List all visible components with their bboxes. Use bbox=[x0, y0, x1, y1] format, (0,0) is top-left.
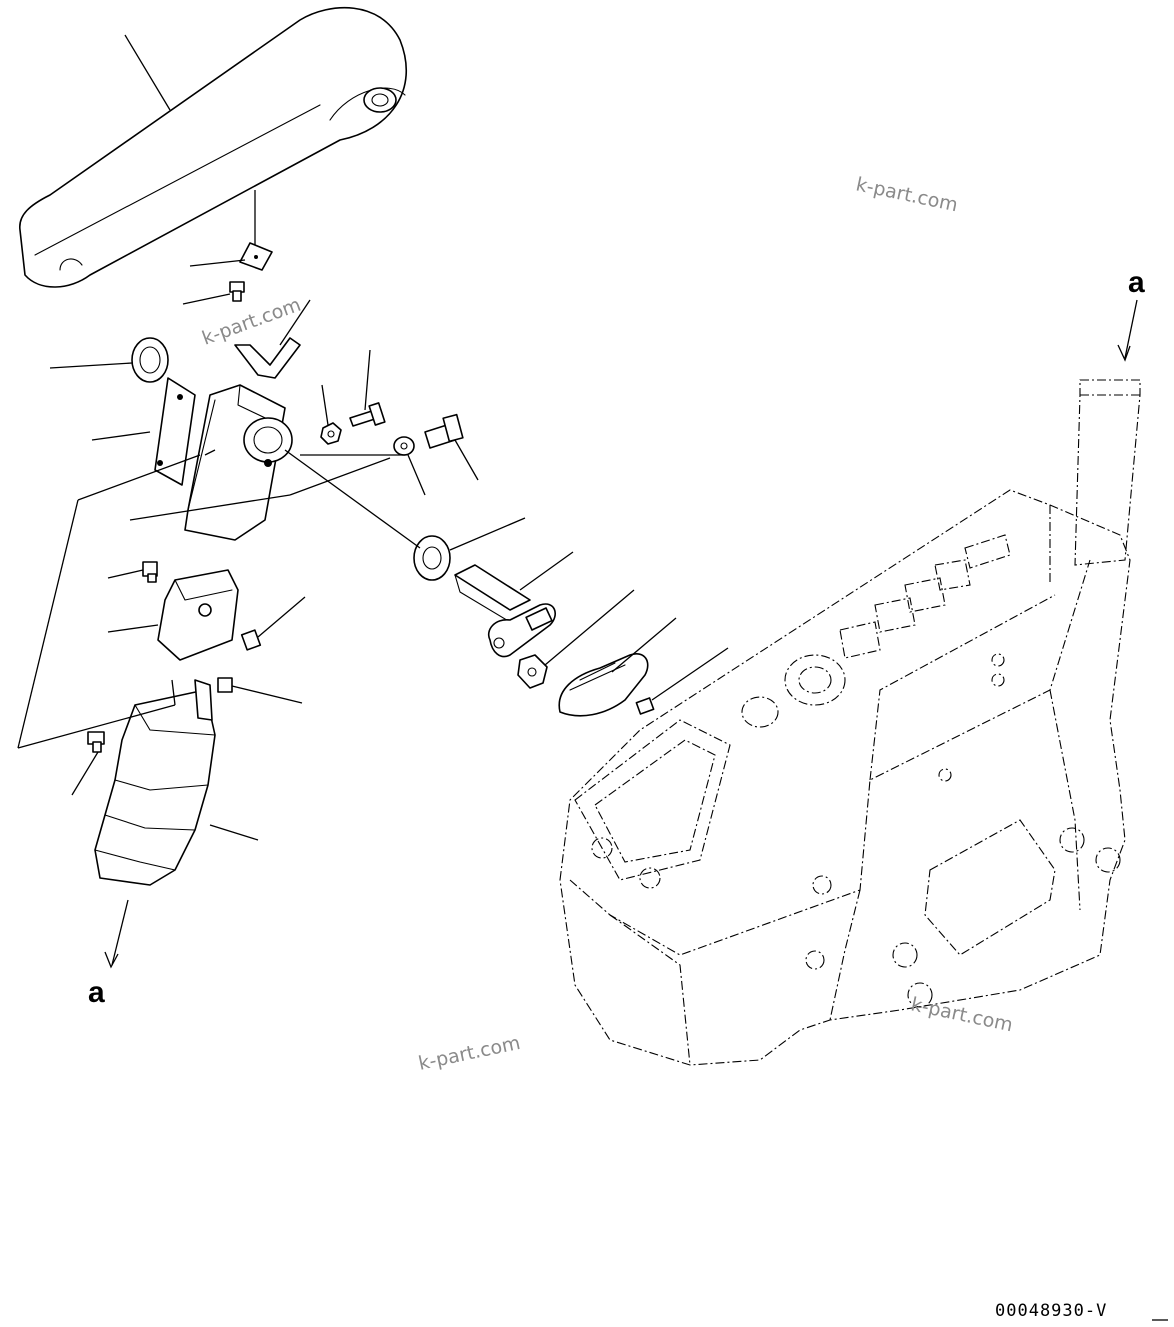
washer-small bbox=[393, 436, 415, 456]
armrest bbox=[19, 6, 408, 288]
bracket-plate bbox=[154, 377, 196, 486]
clip bbox=[234, 337, 301, 379]
callout-label-bottom: a bbox=[88, 976, 105, 1009]
washer-left bbox=[131, 337, 169, 383]
cover-plate bbox=[558, 653, 649, 717]
watermark-3: k-part.com bbox=[416, 1032, 522, 1075]
screw-2 bbox=[142, 561, 158, 583]
pin-shaft bbox=[454, 564, 556, 658]
boot-cover bbox=[94, 679, 216, 886]
nut bbox=[320, 422, 342, 445]
flange-bolt bbox=[517, 654, 548, 689]
bolt-1 bbox=[349, 402, 386, 427]
console-body bbox=[559, 379, 1141, 1066]
watermark-1: k-part.com bbox=[854, 173, 960, 216]
small-screw bbox=[635, 697, 655, 715]
plate-bracket bbox=[239, 242, 273, 271]
screw-5 bbox=[87, 731, 105, 753]
support-column bbox=[184, 384, 293, 541]
screw-1 bbox=[229, 281, 245, 302]
lower-bracket bbox=[157, 569, 239, 661]
washer-large bbox=[413, 535, 451, 581]
callout-label-top: a bbox=[1128, 266, 1145, 299]
leader-lines bbox=[17, 34, 1138, 969]
screw-3 bbox=[240, 629, 262, 651]
screw-4 bbox=[217, 677, 233, 693]
drawing-number: 00048930-V bbox=[995, 1301, 1107, 1321]
